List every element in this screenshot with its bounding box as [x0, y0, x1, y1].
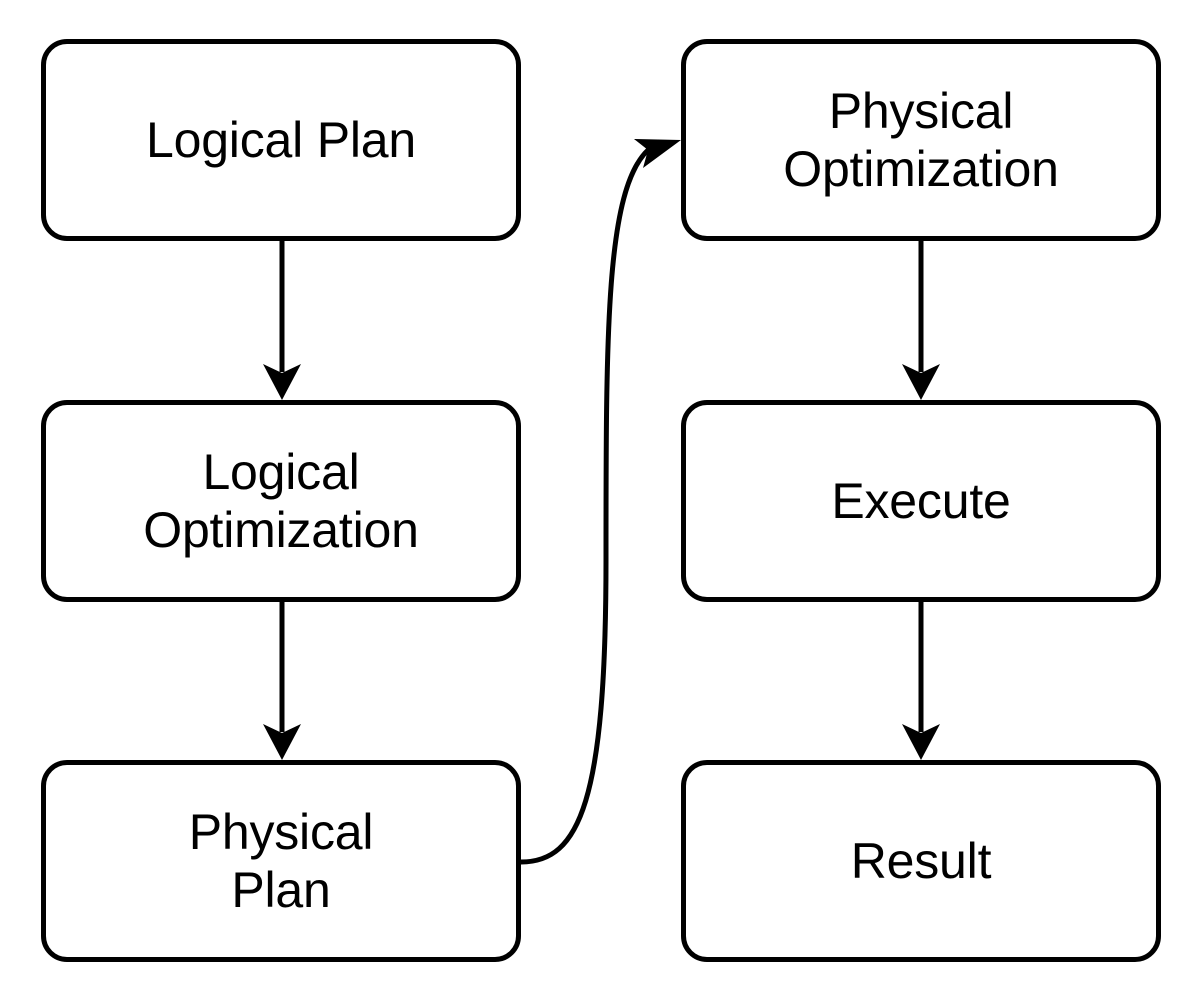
arrowhead-down-icon	[263, 364, 301, 400]
edge-curve	[518, 147, 651, 865]
node-label: Execute	[831, 472, 1011, 529]
node-logical-plan[interactable]: Logical Plan	[41, 39, 521, 241]
edge-execute-to-result	[902, 602, 940, 760]
node-label: Logical Optimization	[143, 443, 419, 559]
node-label: Result	[850, 832, 992, 889]
node-result[interactable]: Result	[681, 760, 1161, 962]
edge-physical-optimization-to-execute	[902, 241, 940, 400]
node-label: Physical Plan	[188, 803, 374, 919]
node-logical-optimization[interactable]: Logical Optimization	[41, 400, 521, 602]
node-label: Physical Optimization	[783, 82, 1059, 198]
node-label: Logical Plan	[145, 111, 416, 168]
edge-logical-optimization-to-physical-plan	[263, 602, 301, 760]
arrowhead-down-icon	[902, 724, 940, 760]
arrowhead-down-icon	[902, 364, 940, 400]
node-physical-optimization[interactable]: Physical Optimization	[681, 39, 1161, 241]
node-execute[interactable]: Execute	[681, 400, 1161, 602]
node-physical-plan[interactable]: Physical Plan	[41, 760, 521, 962]
edge-physical-plan-to-physical-optimization	[518, 139, 681, 865]
arrowhead-right-icon	[634, 139, 681, 168]
arrowhead-down-icon	[263, 724, 301, 760]
edge-logical-plan-to-logical-optimization	[263, 241, 301, 400]
